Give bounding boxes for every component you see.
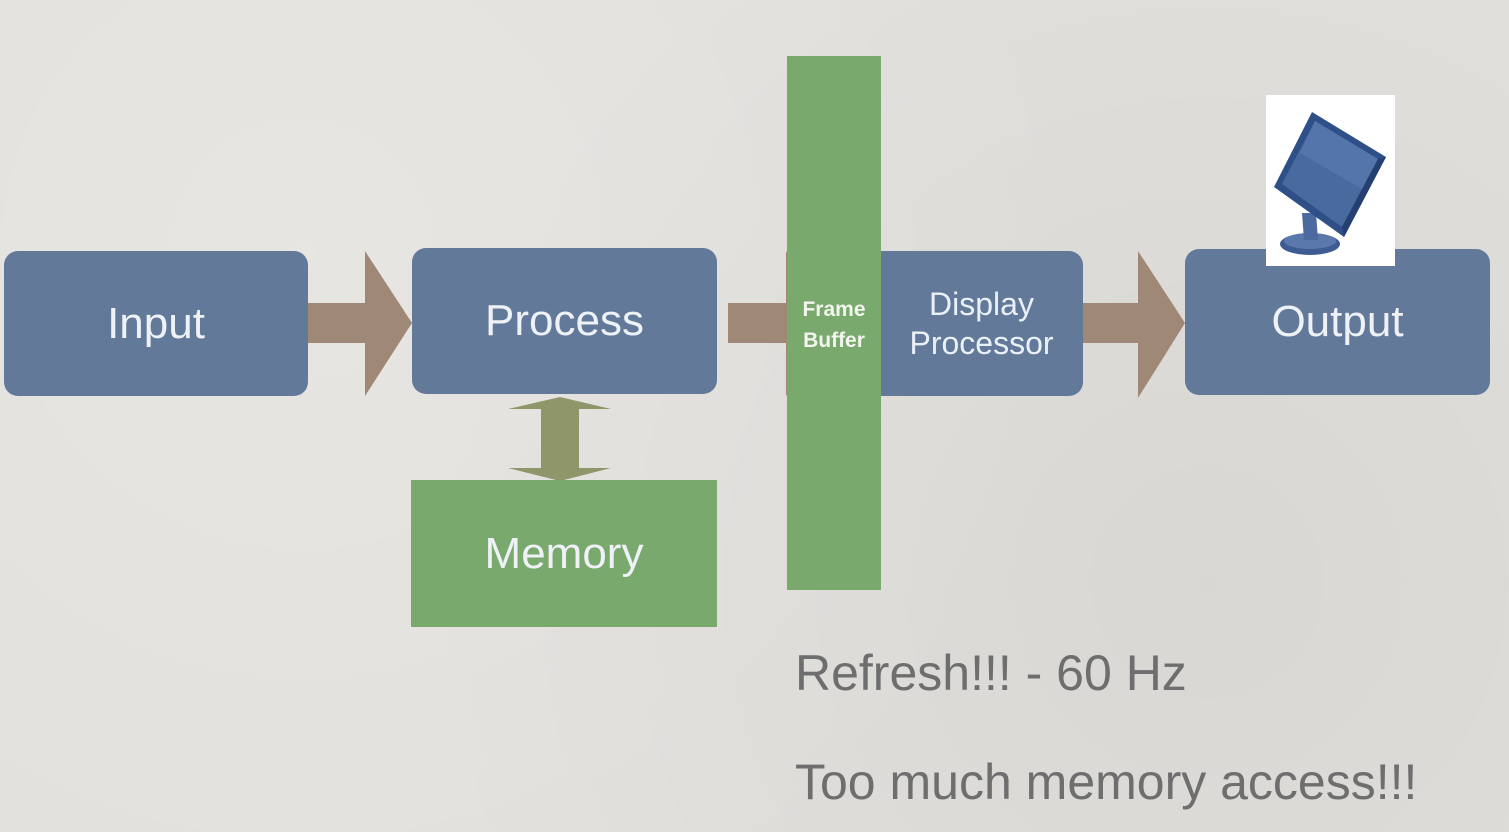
arrow-input-to-process [305,251,412,396]
refresh-note: Refresh!!! - 60 Hz [795,645,1187,701]
output-node: Output [1185,249,1490,395]
input-label: Input [107,298,205,348]
process-label: Process [485,296,644,345]
memory-access-note: Too much memory access!!! [795,754,1418,810]
input-node: Input [4,251,308,396]
display-processor-node: Display Processor [850,251,1083,396]
arrow-process-memory [508,397,611,481]
process-node: Process [412,248,717,394]
memory-label: Memory [484,528,644,578]
frame-buffer-node: Frame Buffer [787,56,881,590]
frame-buffer-label-line2: Buffer [803,329,865,352]
monitor-icon [1266,95,1395,266]
display-processor-label-line2: Processor [909,324,1054,361]
output-label: Output [1271,297,1404,346]
arrow-display-to-output [1080,251,1185,398]
memory-node: Memory [411,480,717,627]
frame-buffer-label-line1: Frame [802,298,866,321]
display-processor-label-line1: Display [929,285,1034,322]
